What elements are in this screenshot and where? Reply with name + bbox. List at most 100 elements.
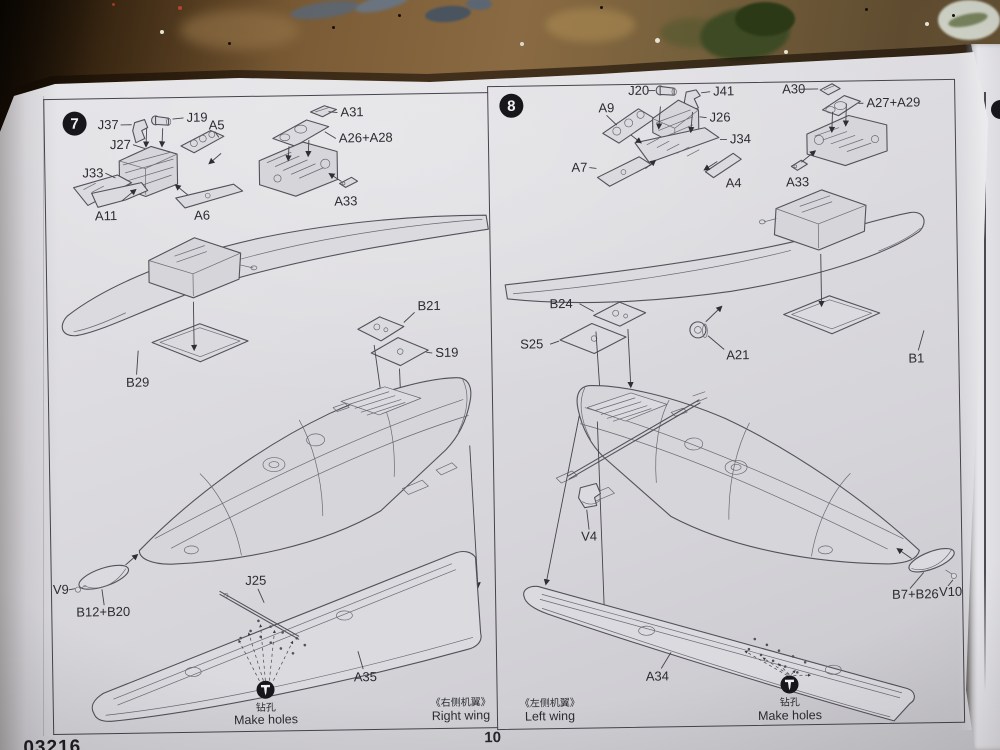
part-label-v10: V10: [939, 584, 962, 599]
part-label-a35: A35: [354, 669, 377, 684]
drill-caption-en: Make holes: [234, 712, 298, 727]
part-b7-b26-wingtip: [908, 548, 955, 573]
step8-number: 8: [507, 98, 516, 115]
part-a11-strip: [91, 182, 149, 208]
part-floating-box-right: [148, 237, 258, 299]
part-aileron-rod: [567, 391, 708, 480]
part-label-j19: J19: [186, 110, 207, 125]
part-j25-rod: [219, 590, 300, 640]
part-a33-pin-right: [339, 176, 359, 188]
part-floating-box-left: [758, 189, 867, 251]
drill-caption-en: Make holes: [758, 708, 822, 723]
part-v4: [577, 482, 602, 509]
step7-number: 7: [70, 116, 79, 133]
part-a31: [309, 105, 337, 118]
part-label-b7-b26: B7+B26: [892, 586, 939, 602]
part-j19-cylinder: [151, 115, 172, 126]
part-label-b12-b20: B12+B20: [76, 604, 130, 620]
part-label-a7: A7: [571, 160, 587, 175]
part-label-a33-right: A33: [334, 193, 357, 208]
part-j20-cylinder: [655, 85, 677, 96]
part-a6-strip: [175, 183, 244, 209]
drill-icon: [256, 680, 275, 699]
part-wheel-well-box-right: [258, 141, 339, 197]
next-page-panel-border: [984, 92, 986, 692]
part-label-a30: A30: [782, 81, 805, 96]
drill-leader-lines: [238, 624, 294, 681]
part-label-j25: J25: [245, 573, 266, 588]
part-a30: [819, 83, 841, 96]
part-a21-wheel: [689, 321, 708, 339]
drill-leader-lines: [744, 650, 811, 677]
page-fold-shading: [0, 80, 58, 750]
part-label-a21: A21: [726, 347, 749, 362]
wing-caption-en: Left wing: [525, 709, 575, 724]
next-page-step-badge: [991, 100, 1000, 119]
upper-wing-half-b1: [504, 211, 925, 335]
part-j33-plate: [73, 174, 133, 206]
lower-wing-half-a34: [523, 585, 915, 722]
part-label-a34: A34: [646, 668, 669, 683]
part-label-s19: S19: [435, 345, 458, 360]
part-label-s25: S25: [520, 336, 543, 351]
part-label-j37: J37: [98, 117, 119, 132]
wing-caption-en: Right wing: [432, 708, 491, 723]
part-label-a4: A4: [726, 175, 742, 190]
part-label-j33: J33: [82, 165, 103, 180]
part-label-j34: J34: [730, 131, 751, 146]
wing-top-surface-left: [555, 385, 920, 565]
drill-caption-cn: 钻孔: [256, 701, 276, 714]
part-a7-strip: [596, 156, 652, 187]
wing-caption-cn: 《左侧机翼》: [520, 696, 580, 710]
part-b24-plate: [593, 301, 647, 327]
page-crease: [43, 96, 44, 736]
part-v10-pin: [945, 569, 957, 579]
part-label-a6: A6: [194, 208, 210, 223]
part-a27-a29: [821, 95, 861, 117]
part-b21-plate: [357, 316, 405, 342]
part-s19-plate: [370, 337, 429, 367]
step8-diagram: 8: [499, 81, 962, 724]
part-a5-strip: [180, 129, 225, 154]
upper-wing-half-b29: [61, 214, 489, 363]
wing-top-surface-right: [138, 377, 472, 565]
page-number: 10: [484, 729, 502, 747]
part-label-b24: B24: [549, 296, 572, 311]
part-label-a9: A9: [598, 100, 614, 115]
part-label-b21: B21: [417, 298, 440, 313]
wing-caption-cn: 《右侧机翼》: [431, 695, 491, 709]
part-label-j27: J27: [110, 137, 131, 152]
step7-diagram: 7: [53, 104, 491, 727]
part-a4-strip: [704, 152, 742, 179]
part-label-a33-left: A33: [786, 174, 809, 189]
step8-panel: 8: [487, 78, 966, 731]
part-label-a5: A5: [209, 117, 225, 132]
kit-number: 03216: [23, 736, 82, 750]
part-s25-plate: [559, 322, 627, 355]
part-label-b29: B29: [126, 375, 149, 390]
step8-badge: 8: [499, 93, 524, 118]
part-label-a11: A11: [95, 208, 117, 223]
drill-caption-cn: 钻孔: [780, 695, 800, 708]
part-label-j26: J26: [709, 109, 730, 124]
part-label-v9: V9: [53, 582, 69, 597]
part-wheel-well-box-left: [806, 114, 888, 167]
part-j34-plate: [634, 127, 720, 164]
drill-icon: [780, 675, 799, 694]
part-label-a27-a29: A27+A29: [866, 94, 920, 110]
part-v9-pin: [74, 585, 87, 593]
part-label-j41: J41: [713, 83, 734, 98]
part-label-v4: V4: [581, 528, 597, 543]
part-label-j20: J20: [628, 83, 649, 98]
part-label-a31: A31: [340, 104, 363, 119]
part-label-a26-a28: A26+A28: [339, 130, 393, 146]
part-b12-b20-wingtip: [78, 564, 130, 590]
lower-wing-half-a35: [91, 550, 482, 722]
part-a26-a28: [272, 119, 330, 147]
step7-badge: 7: [62, 111, 87, 136]
part-label-b1: B1: [908, 350, 924, 365]
part-a33-pin-left: [790, 159, 808, 171]
step7-panel: 7: [43, 92, 499, 736]
